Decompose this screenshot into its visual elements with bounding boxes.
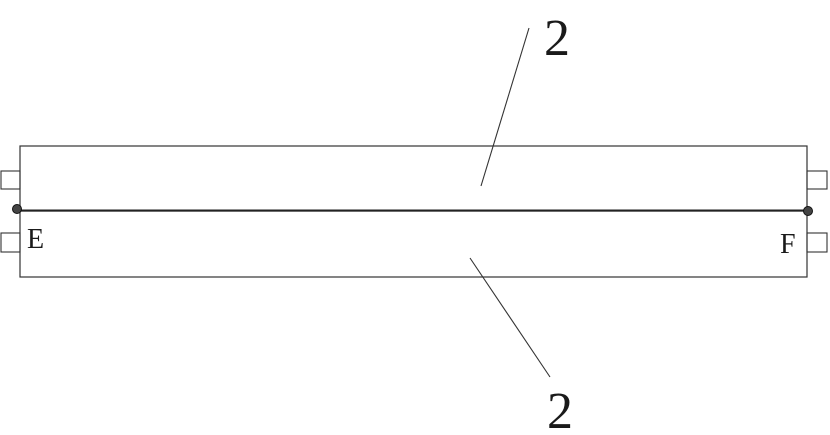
top-part-body — [19, 145, 808, 212]
label-point-f: F — [780, 229, 796, 260]
leader-line-upper — [480, 27, 530, 187]
left-lower-tab — [0, 232, 21, 253]
label-upper-part: 2 — [544, 10, 570, 67]
right-lower-tab — [806, 232, 828, 253]
bottom-part-body — [19, 210, 808, 278]
label-lower-part: 2 — [547, 383, 573, 435]
point-f-marker — [803, 206, 813, 216]
leader-line-lower — [469, 257, 551, 378]
point-e-marker — [12, 204, 22, 214]
left-upper-tab — [0, 170, 21, 190]
label-point-e: E — [27, 224, 44, 255]
right-upper-tab — [806, 170, 828, 190]
